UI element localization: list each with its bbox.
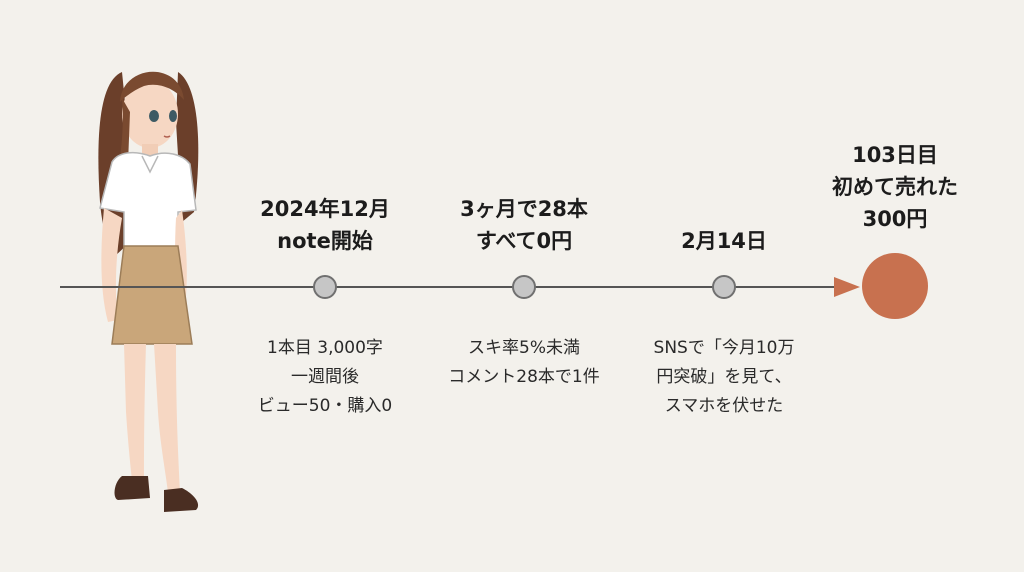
timeline-arrow-head — [834, 277, 860, 297]
final-heading-line-2: 初めて売れた — [832, 175, 958, 199]
milestone-3-details: SNSで「今月10万 円突破」を見て、 スマホを伏せた — [604, 334, 844, 421]
milestone-node-3 — [712, 275, 736, 299]
milestone-3-heading: 2月14日 — [614, 225, 834, 257]
milestone-2-heading: 3ヶ月で28本 すべて0円 — [414, 193, 634, 257]
milestone-3-detail-line-3: スマホを伏せた — [664, 396, 784, 416]
final-milestone-heading: 103日目 初めて売れた 300円 — [785, 139, 1005, 235]
milestone-3-detail-line-1: SNSで「今月10万 — [653, 338, 795, 358]
final-heading-line-3: 300円 — [862, 207, 928, 231]
milestone-1-heading-line-2: note開始 — [277, 229, 373, 253]
milestone-2-detail-line-2: コメント28本で1件 — [448, 367, 600, 387]
milestone-node-2 — [512, 275, 536, 299]
milestone-1-heading: 2024年12月 note開始 — [215, 193, 435, 257]
final-heading-line-1: 103日目 — [852, 143, 938, 167]
timeline-line — [60, 286, 840, 288]
milestone-node-1 — [313, 275, 337, 299]
final-milestone-node — [862, 253, 928, 319]
milestone-3-detail-line-2: 円突破」を見て、 — [656, 367, 792, 387]
milestone-2-heading-line-2: すべて0円 — [475, 229, 573, 253]
milestone-2-details: スキ率5%未満 コメント28本で1件 — [404, 334, 644, 392]
girl-illustration — [98, 71, 199, 512]
milestone-2-heading-line-1: 3ヶ月で28本 — [460, 197, 588, 221]
milestone-1-heading-line-1: 2024年12月 — [260, 197, 390, 221]
milestone-3-heading-line-1: 2月14日 — [681, 229, 767, 253]
milestone-1-detail-line-1: 1本目 3,000字 — [267, 338, 383, 358]
milestone-1-details: 1本目 3,000字 一週間後 ビュー50・購入0 — [205, 334, 445, 421]
milestone-1-detail-line-2: 一週間後 — [291, 367, 359, 387]
milestone-2-detail-line-1: スキ率5%未満 — [468, 338, 580, 358]
milestone-1-detail-line-3: ビュー50・購入0 — [257, 396, 393, 416]
